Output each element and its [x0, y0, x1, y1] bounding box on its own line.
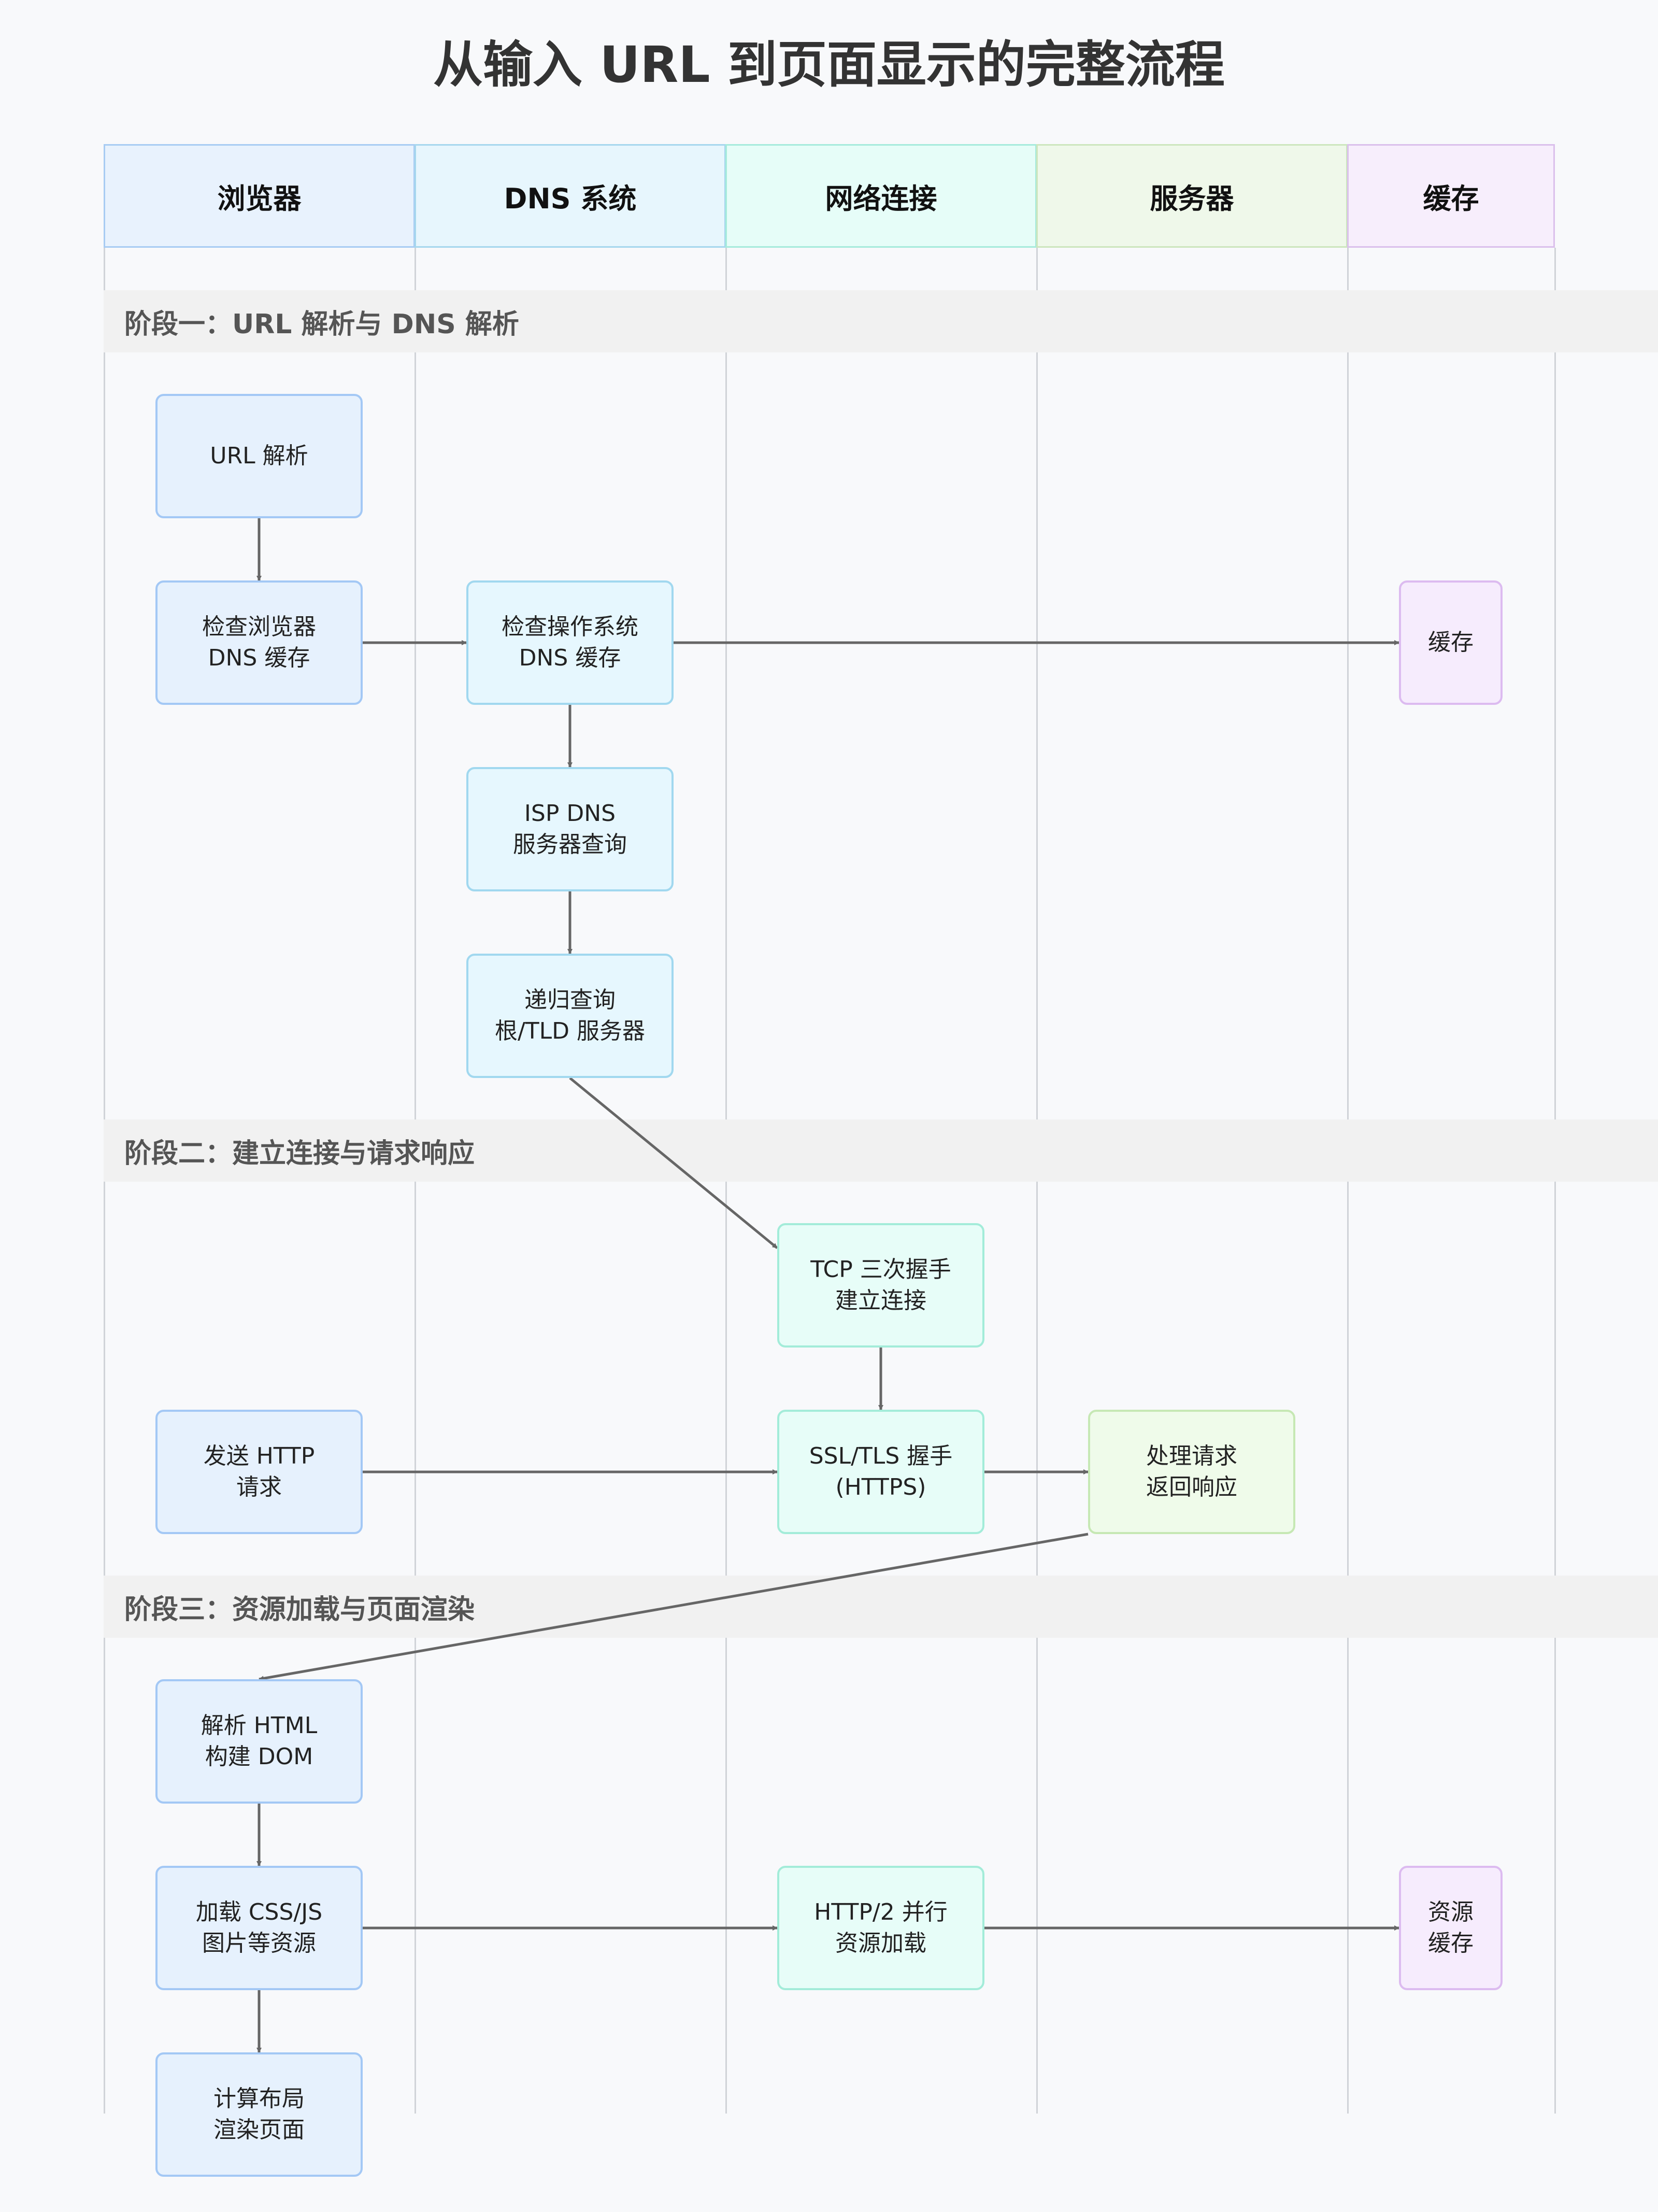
lane-label: 浏览器: [217, 182, 302, 215]
diagram-title: 从输入 URL 到页面显示的完整流程: [433, 36, 1225, 94]
lane-header-network: 网络连接: [725, 144, 1037, 248]
lane-header-cache: 缓存: [1347, 144, 1555, 248]
node-url-parse: URL 解析: [155, 394, 363, 518]
node-load-resources: 加载 CSS/JS 图片等资源: [155, 1866, 363, 1990]
lane-header-browser: 浏览器: [104, 144, 415, 248]
phase-2-band: 阶段二：建立连接与请求响应: [104, 1119, 1658, 1182]
lane-label: 服务器: [1150, 182, 1234, 215]
phase-label: 阶段三：资源加载与页面渲染: [124, 1594, 475, 1625]
node-cache: 缓存: [1399, 580, 1503, 705]
phase-3-band: 阶段三：资源加载与页面渲染: [104, 1576, 1658, 1638]
node-send-http: 发送 HTTP 请求: [155, 1410, 363, 1534]
lane-label: DNS 系统: [504, 182, 637, 215]
phase-label: 阶段一：URL 解析与 DNS 解析: [124, 308, 519, 340]
lane-label: 网络连接: [825, 182, 937, 215]
node-tls-handshake: SSL/TLS 握手 (HTTPS): [777, 1410, 984, 1534]
node-layout-render: 计算布局 渲染页面: [155, 2052, 363, 2177]
node-tcp-handshake: TCP 三次握手 建立连接: [777, 1223, 984, 1348]
lane-header-dns: DNS 系统: [414, 144, 726, 248]
node-recursive-query: 递归查询 根/TLD 服务器: [466, 954, 674, 1078]
node-handle-request: 处理请求 返回响应: [1088, 1410, 1295, 1534]
phase-1-band: 阶段一：URL 解析与 DNS 解析: [104, 290, 1658, 352]
node-isp-dns: ISP DNS 服务器查询: [466, 767, 674, 891]
phase-label: 阶段二：建立连接与请求响应: [124, 1138, 475, 1169]
node-browser-dns-cache: 检查浏览器 DNS 缓存: [155, 580, 363, 705]
node-resource-cache: 资源 缓存: [1399, 1866, 1503, 1990]
lane-header-server: 服务器: [1036, 144, 1348, 248]
lane-label: 缓存: [1423, 182, 1479, 215]
node-os-dns-cache: 检查操作系统 DNS 缓存: [466, 580, 674, 705]
node-http2-parallel: HTTP/2 并行 资源加载: [777, 1866, 984, 1990]
node-parse-html: 解析 HTML 构建 DOM: [155, 1679, 363, 1804]
